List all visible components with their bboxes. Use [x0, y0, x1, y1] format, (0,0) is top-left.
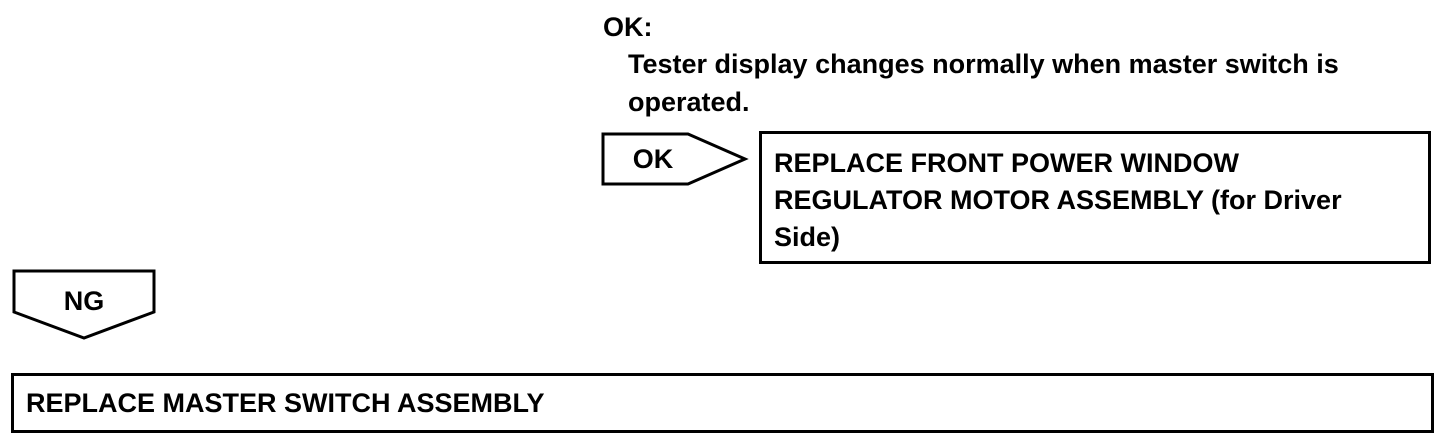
ok-result-line-3: Side) [774, 222, 841, 252]
ok-result-box: REPLACE FRONT POWER WINDOW REGULATOR MOT… [759, 131, 1431, 264]
ok-branch-arrow [601, 132, 749, 186]
ok-condition-line-1: Tester display changes normally when mas… [628, 49, 1339, 79]
ng-branch-label: NG [63, 286, 105, 316]
ng-result-box: REPLACE MASTER SWITCH ASSEMBLY [11, 373, 1434, 433]
ok-branch-label: OK [632, 144, 674, 174]
ok-result-line-1: REPLACE FRONT POWER WINDOW [774, 148, 1239, 178]
ng-branch-arrow [12, 269, 156, 340]
ok-condition-line-2: operated. [628, 87, 750, 117]
ng-result-text: REPLACE MASTER SWITCH ASSEMBLY [26, 388, 545, 418]
ok-result-line-2: REGULATOR MOTOR ASSEMBLY (for Driver [774, 185, 1342, 215]
ok-condition-heading: OK: [603, 12, 653, 42]
